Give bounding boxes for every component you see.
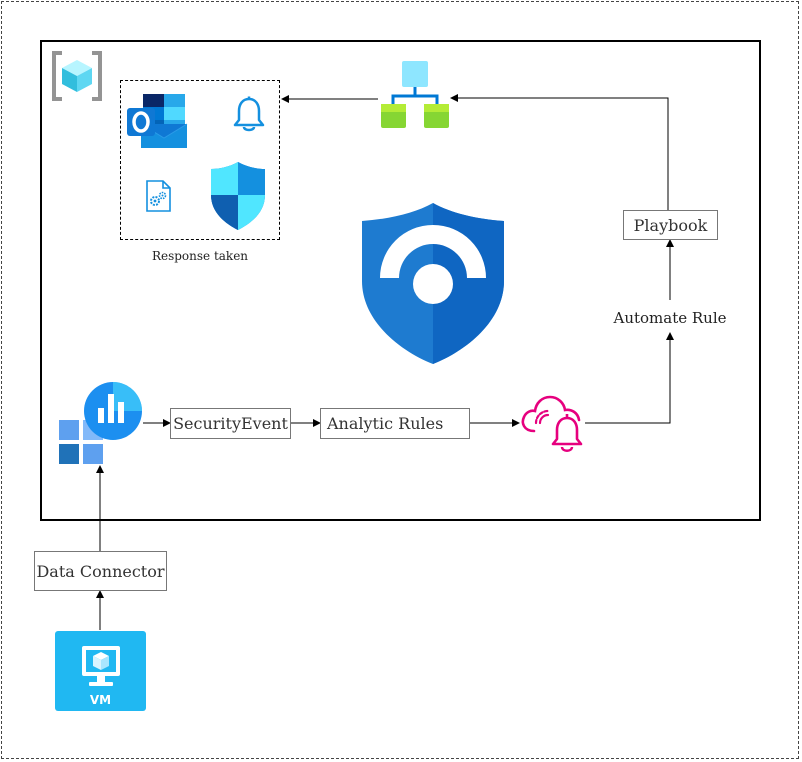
log-analytics-icon	[59, 382, 142, 464]
automate-rule-label: Automate Rule	[613, 309, 727, 327]
logic-app-icon	[381, 61, 449, 128]
bell-icon	[233, 96, 265, 132]
defender-shield-icon	[211, 162, 265, 230]
azure-resource-group-icon	[52, 51, 102, 101]
vm-tile: VM	[55, 631, 146, 711]
edge-playbook-to-logicapp	[450, 94, 669, 210]
outlook-icon	[127, 94, 188, 148]
vm-label: VM	[89, 693, 112, 707]
playbook-node: Playbook	[623, 210, 718, 240]
analytic-rules-node: Analytic Rules	[320, 408, 470, 439]
settings-file-icon	[146, 180, 171, 212]
cloud-alert-icon	[521, 395, 583, 452]
response-taken-label: Response taken	[151, 249, 249, 263]
security-event-node: SecurityEvent	[170, 408, 291, 439]
response-group	[120, 80, 280, 240]
sentinel-shield-icon	[362, 203, 504, 364]
virtual-machine-icon	[82, 646, 120, 686]
data-connector-node: Data Connector	[34, 551, 167, 591]
edge-alert-to-automate	[585, 332, 674, 424]
sentinel-workspace-container	[40, 40, 761, 521]
